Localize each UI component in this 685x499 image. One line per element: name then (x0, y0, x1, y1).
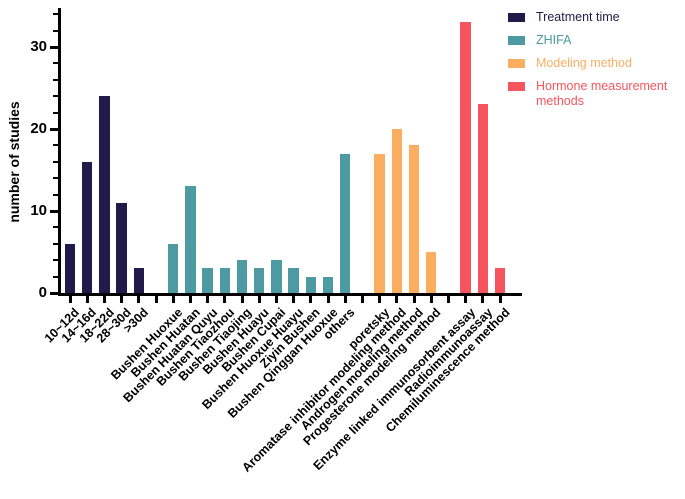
bar (425, 252, 437, 293)
y-minor-tick (53, 13, 58, 16)
x-tick (481, 296, 485, 303)
y-tick-label: 10 (30, 202, 47, 220)
x-tick (292, 296, 296, 303)
y-minor-tick (53, 95, 58, 98)
x-tick (120, 296, 124, 303)
bar (116, 202, 127, 293)
y-minor-tick (53, 144, 58, 147)
bar (219, 268, 231, 293)
y-axis-line (58, 8, 61, 296)
bar (408, 145, 420, 293)
x-tick (85, 296, 89, 303)
y-tick-label: 20 (30, 120, 47, 138)
x-tick (429, 296, 433, 303)
bar (185, 186, 196, 293)
x-axis-line (58, 293, 522, 296)
x-tick (206, 296, 210, 303)
bar (202, 268, 213, 293)
x-tick (188, 296, 192, 303)
x-tick (343, 296, 347, 303)
treatment-time-swatch (508, 13, 525, 22)
bar (81, 161, 93, 293)
x-tick (68, 296, 72, 303)
bar (133, 268, 145, 293)
bar (322, 276, 334, 293)
x-tick (171, 296, 175, 303)
y-minor-tick (53, 226, 58, 229)
x-tick (240, 296, 244, 303)
legend-label: Hormone measurement methods (536, 79, 668, 108)
zhifa-swatch (508, 36, 525, 45)
x-tick (309, 296, 313, 303)
legend-item-hormone-measurement: Hormone measurement methods (508, 79, 684, 109)
y-major-tick (50, 292, 58, 295)
legend-label: Treatment time (536, 10, 620, 24)
legend-item-modeling-method: Modeling method (508, 56, 684, 71)
x-tick (360, 296, 364, 303)
bar (271, 260, 282, 293)
bar (64, 243, 76, 293)
bar (99, 96, 110, 293)
y-minor-tick (53, 259, 58, 262)
x-tick (326, 296, 330, 303)
y-minor-tick (53, 193, 58, 196)
legend-label: Modeling method (536, 56, 632, 70)
y-major-tick (50, 210, 58, 213)
x-tick (223, 296, 227, 303)
y-tick-label: 30 (30, 38, 47, 56)
x-tick (464, 296, 468, 303)
bar (253, 268, 265, 293)
y-minor-tick (53, 78, 58, 81)
x-tick (446, 296, 450, 303)
x-tick (154, 296, 158, 303)
bar (391, 129, 403, 293)
hormone-measurement-swatch (508, 82, 525, 91)
y-tick-label: 0 (38, 284, 47, 302)
bar (236, 260, 248, 293)
bar (494, 268, 506, 293)
y-minor-tick (53, 160, 58, 163)
legend-label: ZHIFA (536, 33, 572, 47)
x-tick (498, 296, 502, 303)
y-minor-tick (53, 111, 58, 114)
x-tick (137, 296, 141, 303)
legend: Treatment time ZHIFA Modeling method Hor… (508, 10, 684, 109)
bar (477, 104, 489, 293)
y-minor-tick (53, 275, 58, 278)
modeling-method-swatch (508, 59, 525, 68)
bar (374, 153, 385, 293)
bar (460, 22, 471, 293)
x-tick (395, 296, 399, 303)
bar (339, 153, 351, 293)
y-minor-tick (53, 29, 58, 32)
legend-item-treatment-time: Treatment time (508, 10, 684, 25)
x-tick (274, 296, 278, 303)
x-tick (412, 296, 416, 303)
y-minor-tick (53, 242, 58, 245)
bar (288, 268, 299, 293)
bar (167, 243, 179, 293)
x-tick (378, 296, 382, 303)
y-major-tick (50, 46, 58, 49)
legend-item-zhifa: ZHIFA (508, 33, 684, 48)
x-tick (102, 296, 106, 303)
y-minor-tick (53, 62, 58, 65)
y-major-tick (50, 128, 58, 131)
x-tick (257, 296, 261, 303)
bar (305, 276, 317, 293)
y-minor-tick (53, 177, 58, 180)
